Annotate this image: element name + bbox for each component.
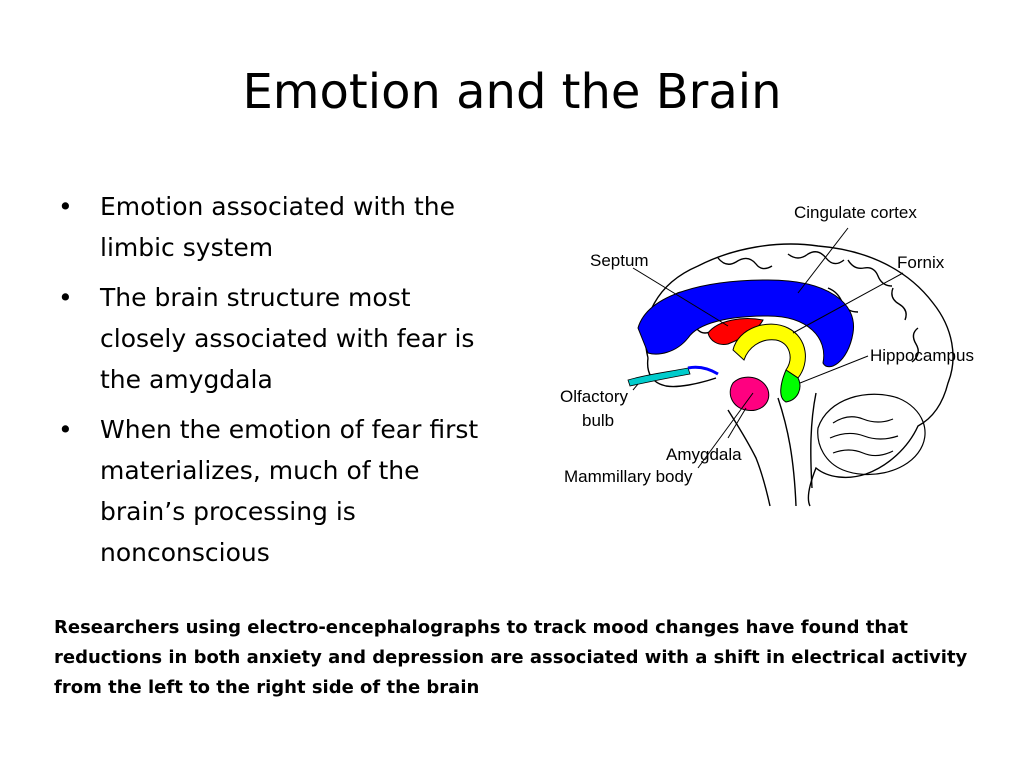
bullet-dot-icon: • [58, 192, 73, 221]
bullet-item: • Emotion associated with the limbic sys… [58, 186, 498, 268]
label-fornix: Fornix [897, 253, 945, 272]
slide-title: Emotion and the Brain [242, 64, 782, 120]
bullet-text: The brain structure most closely associa… [100, 283, 475, 394]
amygdala-shape [729, 376, 770, 412]
bullet-item: • The brain structure most closely assoc… [58, 277, 498, 400]
bullet-list: • Emotion associated with the limbic sys… [58, 186, 498, 582]
cerebellum-icon [817, 393, 926, 476]
research-footnote: Researchers using electro-encephalograph… [54, 617, 968, 698]
brainstem-icon [777, 392, 817, 507]
label-hippocampus: Hippocampus [870, 346, 974, 365]
label-mammillary-body: Mammillary body [564, 467, 693, 486]
bullet-text: Emotion associated with the limbic syste… [100, 192, 455, 262]
brain-diagram-svg: Cingulate cortex Septum Fornix Hippocamp… [560, 203, 974, 507]
label-olfactory-line2: bulb [582, 411, 614, 430]
leader-lines [632, 227, 904, 469]
brain-outline-icon [644, 243, 954, 507]
limbic-system-diagram: Cingulate cortex Septum Fornix Hippocamp… [548, 188, 994, 514]
label-septum: Septum [590, 251, 649, 270]
hippocampus-shape [780, 369, 801, 403]
label-amygdala: Amygdala [666, 445, 742, 464]
bullet-text: When the emotion of fear first materiali… [100, 415, 479, 567]
label-cingulate-cortex: Cingulate cortex [794, 203, 917, 222]
cingulate-cortex-shape [637, 279, 855, 368]
bullet-dot-icon: • [58, 415, 73, 444]
olfactory-bulb-shape [627, 367, 691, 387]
label-olfactory-line1: Olfactory [560, 387, 629, 406]
bullet-item: • When the emotion of fear first materia… [58, 409, 498, 573]
bullet-dot-icon: • [58, 283, 73, 312]
